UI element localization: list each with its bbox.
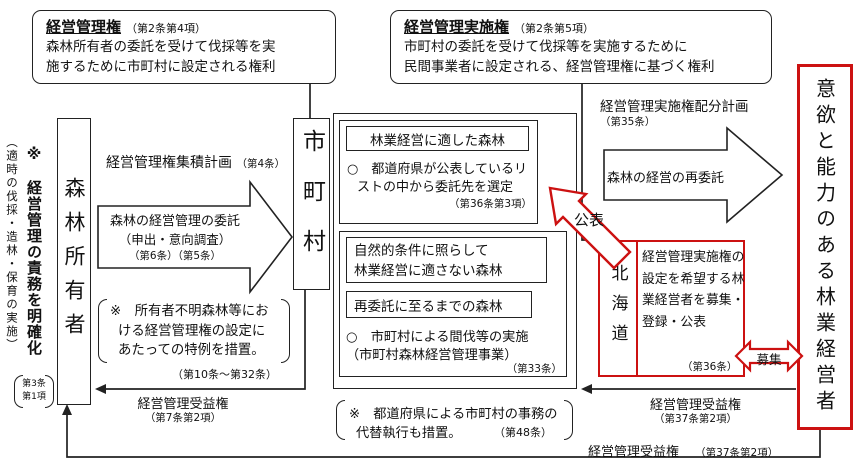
allocation-plan-ref: （第35条） [600, 116, 656, 128]
recruit-arrow-label: 募集 [756, 352, 782, 367]
unknown-owner-note: ※ 所有者不明森林等にお ける経営管理権の設定に あたっての特例を措置。 [110, 302, 269, 361]
municipality-box: 市町村 [293, 118, 330, 290]
entrust-arrow-line2: （申出・意向調査） [118, 232, 232, 247]
hokkaido-panel-line: 登録・公表 [642, 314, 706, 330]
hokkaido-panel-line: 業経営者を募集・ [642, 293, 745, 308]
suitable-forest-title: 林業経営に適した森林 [370, 132, 505, 149]
benefit-right-owner2-title: 経営管理受益権 [588, 445, 680, 460]
suitable-forest-section [339, 120, 538, 224]
duty-ref-line: 第1項 [22, 392, 46, 402]
duty-ref-line: 第3条 [22, 379, 46, 389]
definition-body-line: 施するために市町村に設定される権利 [46, 59, 276, 75]
entrust-arrow-shape [97, 179, 294, 295]
suitable-point-ref: （第36条第3項） [448, 198, 532, 210]
publish-arrow-icon [548, 186, 632, 270]
benefit-right-muni-label: 経営管理受益権 [649, 398, 741, 413]
forest-owner-box: 森林所有者 [57, 118, 91, 405]
allocation-plan-label: 経営管理実施権配分計画 [600, 99, 749, 115]
publish-arrow-label: 公表 [574, 211, 605, 229]
substitution-note-line1: ※ 都道府県による市町村の事務の [349, 407, 558, 422]
definition-title-row: 経営管理権 （第2条第4項） [46, 16, 322, 37]
entrust-arrow-line1: 森林の経営管理の委託 [109, 214, 240, 229]
operator-box: 意欲と能力のある林業経営者 [797, 64, 853, 430]
hokkaido-panel-text: 経営管理実施権の 設定を希望する林 業経営者を募集・ 登録・公表 [642, 247, 744, 333]
accumulation-plan-label: 経営管理権集積計画 （第4条） [106, 152, 285, 172]
central-forest-box [333, 113, 577, 389]
substitution-note-ref: （第48条） [494, 426, 552, 439]
unsuitable-forest-section [339, 231, 567, 377]
duty-annotation-sub-text: （適時の伐採・造林・保育の実施） [5, 136, 19, 352]
definition-title: 経営管理権 [46, 18, 122, 36]
entrust-arrow-line3: （第6条）（第5条） [128, 250, 222, 262]
hokkaido-label: 北海道 [607, 263, 628, 354]
suitable-point-line2: ストの中から委託先を選定 [357, 180, 514, 195]
pre-reentrust-forest-box: 再委託に至るまでの森林 [346, 291, 532, 318]
definition-box-implementation-right: 経営管理実施権 （第2条第5項） 市町村の委託を受けて伐採等を実施するために 民間… [390, 10, 772, 84]
definition-title: 経営管理実施権 [404, 18, 510, 36]
benefit-arrow-c-head-icon [62, 404, 72, 415]
unknown-owner-note-line: あたっての特例を措置。 [118, 343, 265, 358]
benefit-right-owner2-ref: （第37条第2項） [695, 447, 779, 459]
duty-annotation-main-text: ※ 経営管理の責務を明確化 [25, 144, 43, 356]
benefit-right-owner-label: 経営管理受益権 [137, 397, 229, 412]
thinning-point-line2: （市町村森林経営管理事業） [346, 348, 518, 363]
benefit-right-muni-ref: （第37条第2項） [653, 413, 738, 425]
unsuitable-forest-line: 林業経営に適さない森林 [354, 263, 503, 279]
definition-body-line: 森林所有者の委託を受けて伐採等を実 [46, 39, 276, 55]
hokkaido-panel-line: 設定を希望する林 [642, 271, 745, 287]
thinning-point-ref: （第33条） [506, 363, 562, 375]
duty-annotation-sub: （適時の伐採・造林・保育の実施） [4, 124, 20, 364]
hokkaido-panel-line: 経営管理実施権の [642, 250, 745, 265]
hokkaido-box: 北海道 [598, 240, 745, 377]
definition-article-ref: （第2条第5項） [514, 22, 595, 35]
unsuitable-forest-box: 自然的条件に照らして 林業経営に適さない森林 [346, 237, 547, 283]
benefit-arrow-a-head-icon [95, 384, 106, 394]
duty-annotation-main: ※ 経営管理の責務を明確化 [24, 142, 45, 358]
benefit-arrow-b-head-icon [581, 384, 592, 394]
reentrust-arrow-label: 森林の経営の再委託 [606, 171, 724, 186]
accumulation-plan-ref: （第4条） [236, 158, 286, 170]
benefit-arrow-a-line [106, 290, 306, 390]
hokkaido-panel-ref: （第36条） [682, 361, 738, 373]
benefit-arrow-c-line [66, 414, 821, 458]
duty-annotation-ref: 第3条 第1項 [20, 378, 48, 404]
substitution-note-line2: 代替執行も措置。 [356, 426, 462, 441]
unknown-owner-note-line: ※ 所有者不明森林等にお [110, 304, 269, 319]
definition-body-line: 市町村の委託を受けて伐採等を実施するために [404, 39, 688, 55]
benefit-right-owner-ref: （第7条第2項） [144, 412, 222, 424]
definition-title-row: 経営管理実施権 （第2条第5項） [404, 16, 758, 37]
definition-body-line: 民間事業者に設定される、経営管理権に基づく権利 [404, 59, 715, 75]
suitable-point-line1: ○ 都道府県が公表しているリ [347, 162, 527, 177]
unknown-owner-note-line: ける経営管理権の設定に [118, 323, 266, 339]
unknown-owner-note-ref: （第10条～第32条） [172, 368, 277, 381]
accumulation-plan-title: 経営管理権集積計画 [106, 155, 232, 171]
municipality-label: 市町村 [298, 129, 325, 279]
unsuitable-forest-line: 自然的条件に照らして [354, 243, 489, 259]
suitable-forest-title-box: 林業経営に適した森林 [346, 126, 529, 151]
definition-article-ref: （第2条第4項） [126, 22, 207, 35]
thinning-point-line1: ○ 市町村による間伐等の実施 [346, 330, 529, 345]
pre-reentrust-forest-label: 再委託に至るまでの森林 [354, 298, 503, 315]
reentrust-arrow-shape [603, 126, 784, 224]
hokkaido-name-cell: 北海道 [600, 242, 638, 375]
operator-label: 意欲と能力のある林業経営者 [812, 78, 837, 416]
definition-box-management-right: 経営管理権 （第2条第4項） 森林所有者の委託を受けて伐採等を実 施するために市町… [32, 10, 336, 84]
benefit-right-owner2-label: 経営管理受益権 （第37条第2項） [588, 441, 778, 460]
forest-owner-label: 森林所有者 [62, 176, 86, 347]
recruit-arrow-icon [734, 339, 804, 373]
